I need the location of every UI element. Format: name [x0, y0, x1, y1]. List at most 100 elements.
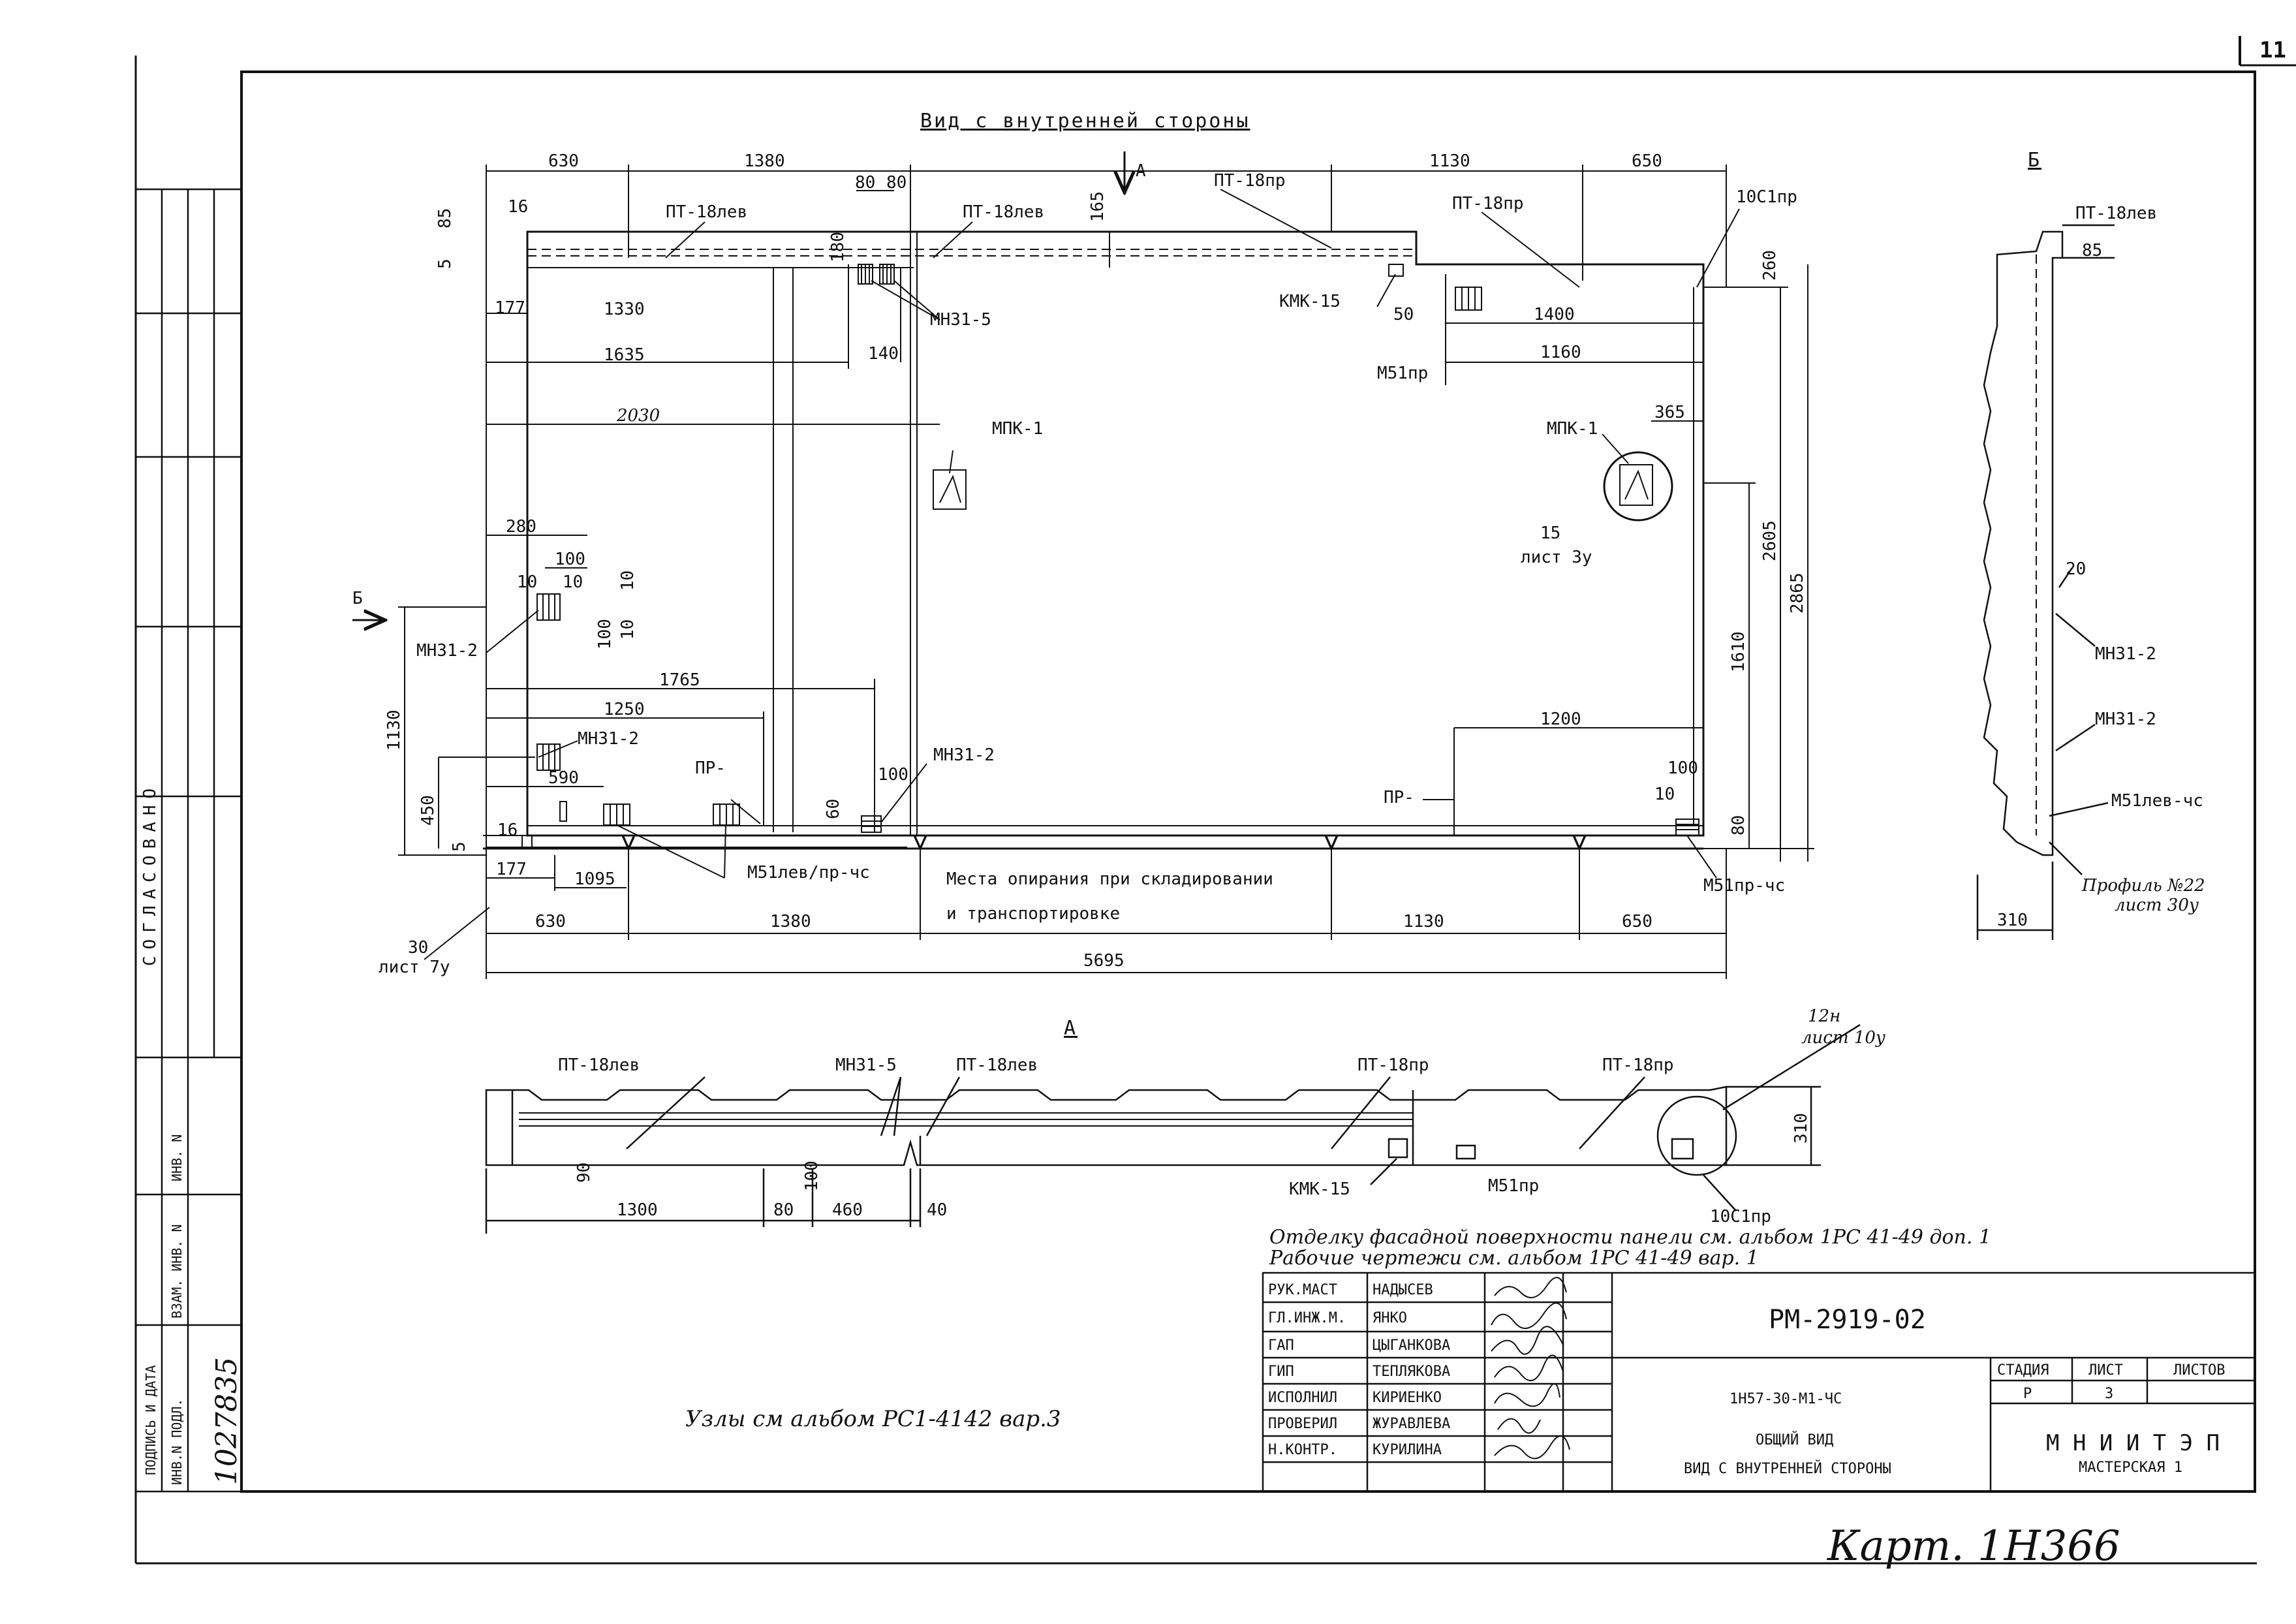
- tb-org: М Н И И Т Э П: [2046, 1430, 2220, 1456]
- dim-1380-top: 1380: [744, 151, 785, 171]
- side-view-title: Б: [2028, 149, 2041, 172]
- signatures: [1491, 1277, 1570, 1460]
- section-marks: [352, 151, 1125, 620]
- dim-5-left: 5: [435, 258, 455, 269]
- m51pr-cs-part: [1675, 819, 1699, 836]
- right-dimensions: [1445, 264, 1814, 862]
- side-dim-20: 20: [2066, 559, 2086, 579]
- mn31-5-part: [858, 264, 873, 285]
- label-pt18pr-1: ПТ-18пр: [1214, 171, 1286, 191]
- dim-177-bottom: 177: [496, 860, 527, 879]
- label-ref15-sheet: лист 3у: [1521, 548, 1592, 567]
- plan-dim-460: 460: [832, 1200, 863, 1220]
- dim-630-bottom: 630: [535, 912, 566, 931]
- tb-name-1: ЯНКО: [1373, 1310, 1407, 1326]
- left-dimensions: [486, 189, 1110, 976]
- embedded-parts: [536, 264, 1699, 836]
- mn31-2-part-c: [861, 815, 882, 833]
- tb-sheet-h: ЛИСТ: [2088, 1362, 2123, 1379]
- dim-100-b: 100: [595, 619, 615, 649]
- label-mn31-2-a: МН31-2: [416, 641, 478, 661]
- panel-outline: [483, 230, 1705, 850]
- tb-stage-h: СТАДИЯ: [1997, 1362, 2049, 1379]
- mpk1-left-part: [933, 469, 967, 510]
- side-label-pt18lev: ПТ-18лев: [2075, 204, 2157, 223]
- tb-desc2: ВИД С ВНУТРЕННЕЙ СТОРОНЫ: [1684, 1460, 1891, 1477]
- plan-dim-90: 90: [574, 1163, 594, 1183]
- kmk15-part: [1388, 264, 1404, 277]
- dim-650-top: 650: [1632, 151, 1662, 171]
- dim-177-left: 177: [495, 298, 525, 318]
- dim-1400: 1400: [1534, 305, 1575, 324]
- mn31-5-part-2: [879, 264, 895, 285]
- plan-label-kmk15: КМК-15: [1289, 1179, 1350, 1199]
- side-label-mn31-2-b: МН31-2: [2095, 710, 2156, 729]
- dim-450: 450: [418, 795, 438, 826]
- plan-label-node12-sheet: лист 10у: [1801, 1028, 1885, 1048]
- dim-100-right: 100: [1668, 758, 1698, 778]
- approved-label: СОГЛАСОВАНО: [140, 782, 160, 966]
- side-label-m51lev-cs: М51лев-чс: [2111, 791, 2203, 811]
- section-a-view: [485, 1023, 1861, 1234]
- tb-stage: Р: [2023, 1386, 2032, 1402]
- sign-date-label: ПОДПИСЬ И ДАТА: [143, 1365, 159, 1475]
- note-nodes: Узлы см альбом РС1-4142 вар.3: [685, 1406, 1061, 1432]
- m51-part-b: [713, 804, 740, 826]
- swap-inv-label: ВЗАМ. ИНВ. N: [169, 1225, 185, 1319]
- top-dimensions: [486, 164, 1727, 287]
- label-m51lev-pr-cs: М51лев/пр-чс: [747, 863, 870, 882]
- dim-280: 280: [506, 517, 536, 537]
- dim-10-c: 10: [618, 570, 638, 591]
- label-pr-left: ПР-: [695, 758, 726, 778]
- dim-260: 260: [1760, 250, 1780, 281]
- page-number: 11: [2259, 37, 2286, 63]
- label-ref30: 30: [408, 938, 428, 958]
- support-note-1: Места опирания при складировании: [946, 869, 1273, 889]
- dim-16-top-left: 16: [508, 197, 528, 217]
- dim-2865: 2865: [1788, 572, 1807, 614]
- dim-80-right: 80: [1729, 815, 1748, 835]
- dim-10-right: 10: [1654, 785, 1675, 804]
- approval-strip: [134, 188, 243, 1493]
- dim-1635: 1635: [604, 345, 645, 365]
- label-mn31-2-b: МН31-2: [578, 729, 639, 749]
- plan-label-node12: 12н: [1808, 1007, 1840, 1026]
- tb-name-2: ЦЫГАНКОВА: [1373, 1337, 1450, 1354]
- dim-650-bottom: 650: [1622, 912, 1652, 931]
- side-label-profile-sheet: лист 30у: [2115, 896, 2199, 915]
- plan-dim-40: 40: [927, 1200, 947, 1220]
- dim-10-a: 10: [517, 572, 537, 592]
- dim-1250: 1250: [604, 700, 645, 719]
- note-finish: Отделку фасадной поверхности панели см. …: [1269, 1226, 1991, 1249]
- plan-label-10c1pr: 10С1пр: [1710, 1207, 1771, 1226]
- tb-name-0: НАДЫСЕВ: [1373, 1282, 1433, 1298]
- bottom-dimensions: [486, 849, 1727, 979]
- plan-dim-80: 80: [773, 1200, 794, 1220]
- mn31-2-part-b: [536, 743, 561, 771]
- dim-85-left: 85: [435, 208, 455, 228]
- tb-name-4: КИРИЕНКО: [1373, 1390, 1442, 1406]
- plan-label-pt18lev: ПТ-18лев: [558, 1055, 640, 1075]
- dim-80b: 80: [886, 173, 907, 193]
- note-drawings: Рабочие чертежи см. альбом 1РС 41-49 вар…: [1269, 1247, 1759, 1270]
- tb-sheets-h: ЛИСТОВ: [2173, 1362, 2225, 1379]
- tb-workshop: МАСТЕРСКАЯ 1: [2079, 1460, 2182, 1476]
- mn31-2-part-a: [536, 593, 561, 621]
- plan-label-pt18pr-2: ПТ-18пр: [1602, 1055, 1674, 1075]
- label-pt18lev-1: ПТ-18лев: [666, 202, 747, 222]
- tb-role-3: ГИП: [1268, 1364, 1294, 1380]
- side-dim-310: 310: [1997, 911, 2028, 930]
- support-note-2: и транспортировке: [946, 904, 1120, 924]
- label-m51pr-cs: М51пр-чс: [1703, 876, 1785, 896]
- plan-dim-1300: 1300: [617, 1200, 658, 1220]
- dim-590: 590: [548, 768, 579, 788]
- label-pt18pr-2: ПТ-18пр: [1452, 194, 1524, 213]
- dim-1130-top: 1130: [1429, 151, 1470, 171]
- dim-1380-bottom: 1380: [770, 912, 811, 931]
- dim-80a: 80: [855, 173, 875, 193]
- tb-name-3: ТЕПЛЯКОВА: [1373, 1364, 1450, 1380]
- label-ref15: 15: [1540, 523, 1560, 543]
- dim-165: 165: [1088, 191, 1108, 222]
- dim-100-a: 100: [555, 550, 585, 569]
